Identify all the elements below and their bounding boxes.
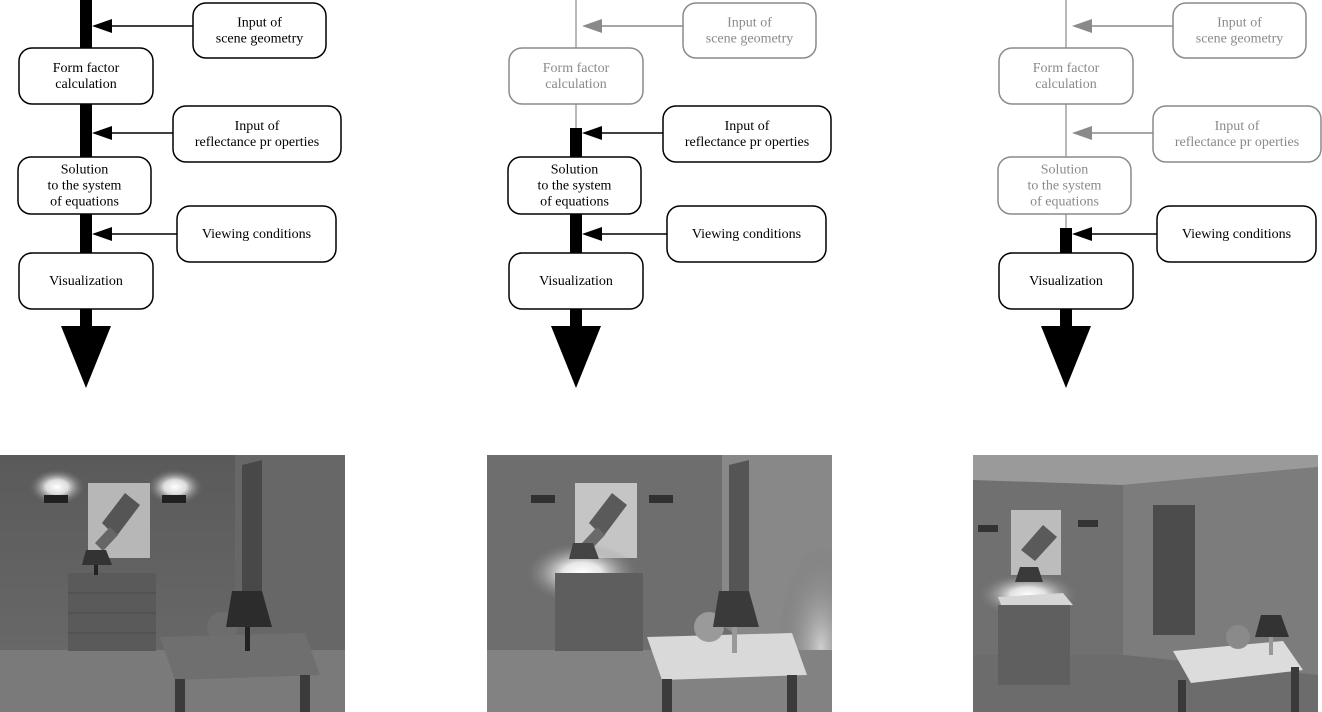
box-label-line: reflectance pr operties [195,135,319,150]
room-render-2 [487,455,832,712]
box-label-line: Viewing conditions [692,227,801,242]
box-label-line: Form factor [53,61,120,76]
box-label-line: Form factor [543,61,610,76]
trunk-segment [570,214,582,253]
output-arrow-icon [61,326,111,388]
box-label-line: Solution [61,163,108,178]
box-viewing: Viewing conditions [176,205,337,263]
box-label-line: Input of [1217,16,1262,31]
box-label-line: Input of [1215,119,1260,134]
room-render-3 [973,455,1318,712]
box-label-line: to the system [538,179,612,194]
input-arrow-geometry [1072,19,1173,33]
input-arrow-viewing [92,227,177,241]
input-arrow-geometry [92,19,193,33]
box-label-line: calculation [55,77,116,92]
box-viewing: Viewing conditions [666,205,827,263]
trunk-segment [80,0,92,48]
input-arrow-viewing [582,227,667,241]
box-label-line: reflectance pr operties [685,135,809,150]
input-arrow-viewing [1072,227,1157,241]
box-label-line: reflectance pr operties [1175,135,1299,150]
output-arrow-icon [1041,326,1091,388]
box-label-line: Input of [727,16,772,31]
box-label-line: Input of [725,119,770,134]
box-label-line: of equations [50,195,119,210]
box-label-line: to the system [48,179,122,194]
room-render-1 [0,455,345,712]
box-visualization: Visualization [998,252,1134,310]
rendered-room-image-2 [487,455,832,712]
rendered-room-image-1 [0,455,345,712]
box-label-line: Viewing conditions [1182,227,1291,242]
box-label-line: calculation [1035,77,1096,92]
box-label-line: Input of [237,16,282,31]
input-arrow-reflectance [582,126,663,140]
box-viewing: Viewing conditions [1156,205,1317,263]
box-label-line: Viewing conditions [202,227,311,242]
trunk-segment [80,214,92,253]
box-label-line: Input of [235,119,280,134]
output-trunk [1060,309,1072,327]
box-visualization: Visualization [18,252,154,310]
output-trunk [570,309,582,327]
trunk-segment [1060,228,1072,253]
input-arrow-reflectance [92,126,173,140]
box-label-line: scene geometry [216,32,303,47]
output-trunk [80,309,92,327]
box-label-line: Form factor [1033,61,1100,76]
box-label-line: Solution [551,163,598,178]
box-label-line: of equations [1030,195,1099,210]
input-arrow-reflectance [1072,126,1153,140]
box-label-line: Visualization [1029,274,1103,289]
output-arrow-icon [551,326,601,388]
box-label-line: calculation [545,77,606,92]
box-label-line: Visualization [49,274,123,289]
trunk-segment [80,104,92,157]
box-label-line: scene geometry [706,32,793,47]
box-label-line: to the system [1028,179,1102,194]
rendered-room-image-3 [973,455,1318,712]
trunk-segment [570,128,582,157]
box-visualization: Visualization [508,252,644,310]
box-label-line: Visualization [539,274,613,289]
box-label-line: of equations [540,195,609,210]
box-label-line: Solution [1041,163,1088,178]
box-label-line: scene geometry [1196,32,1283,47]
input-arrow-geometry [582,19,683,33]
